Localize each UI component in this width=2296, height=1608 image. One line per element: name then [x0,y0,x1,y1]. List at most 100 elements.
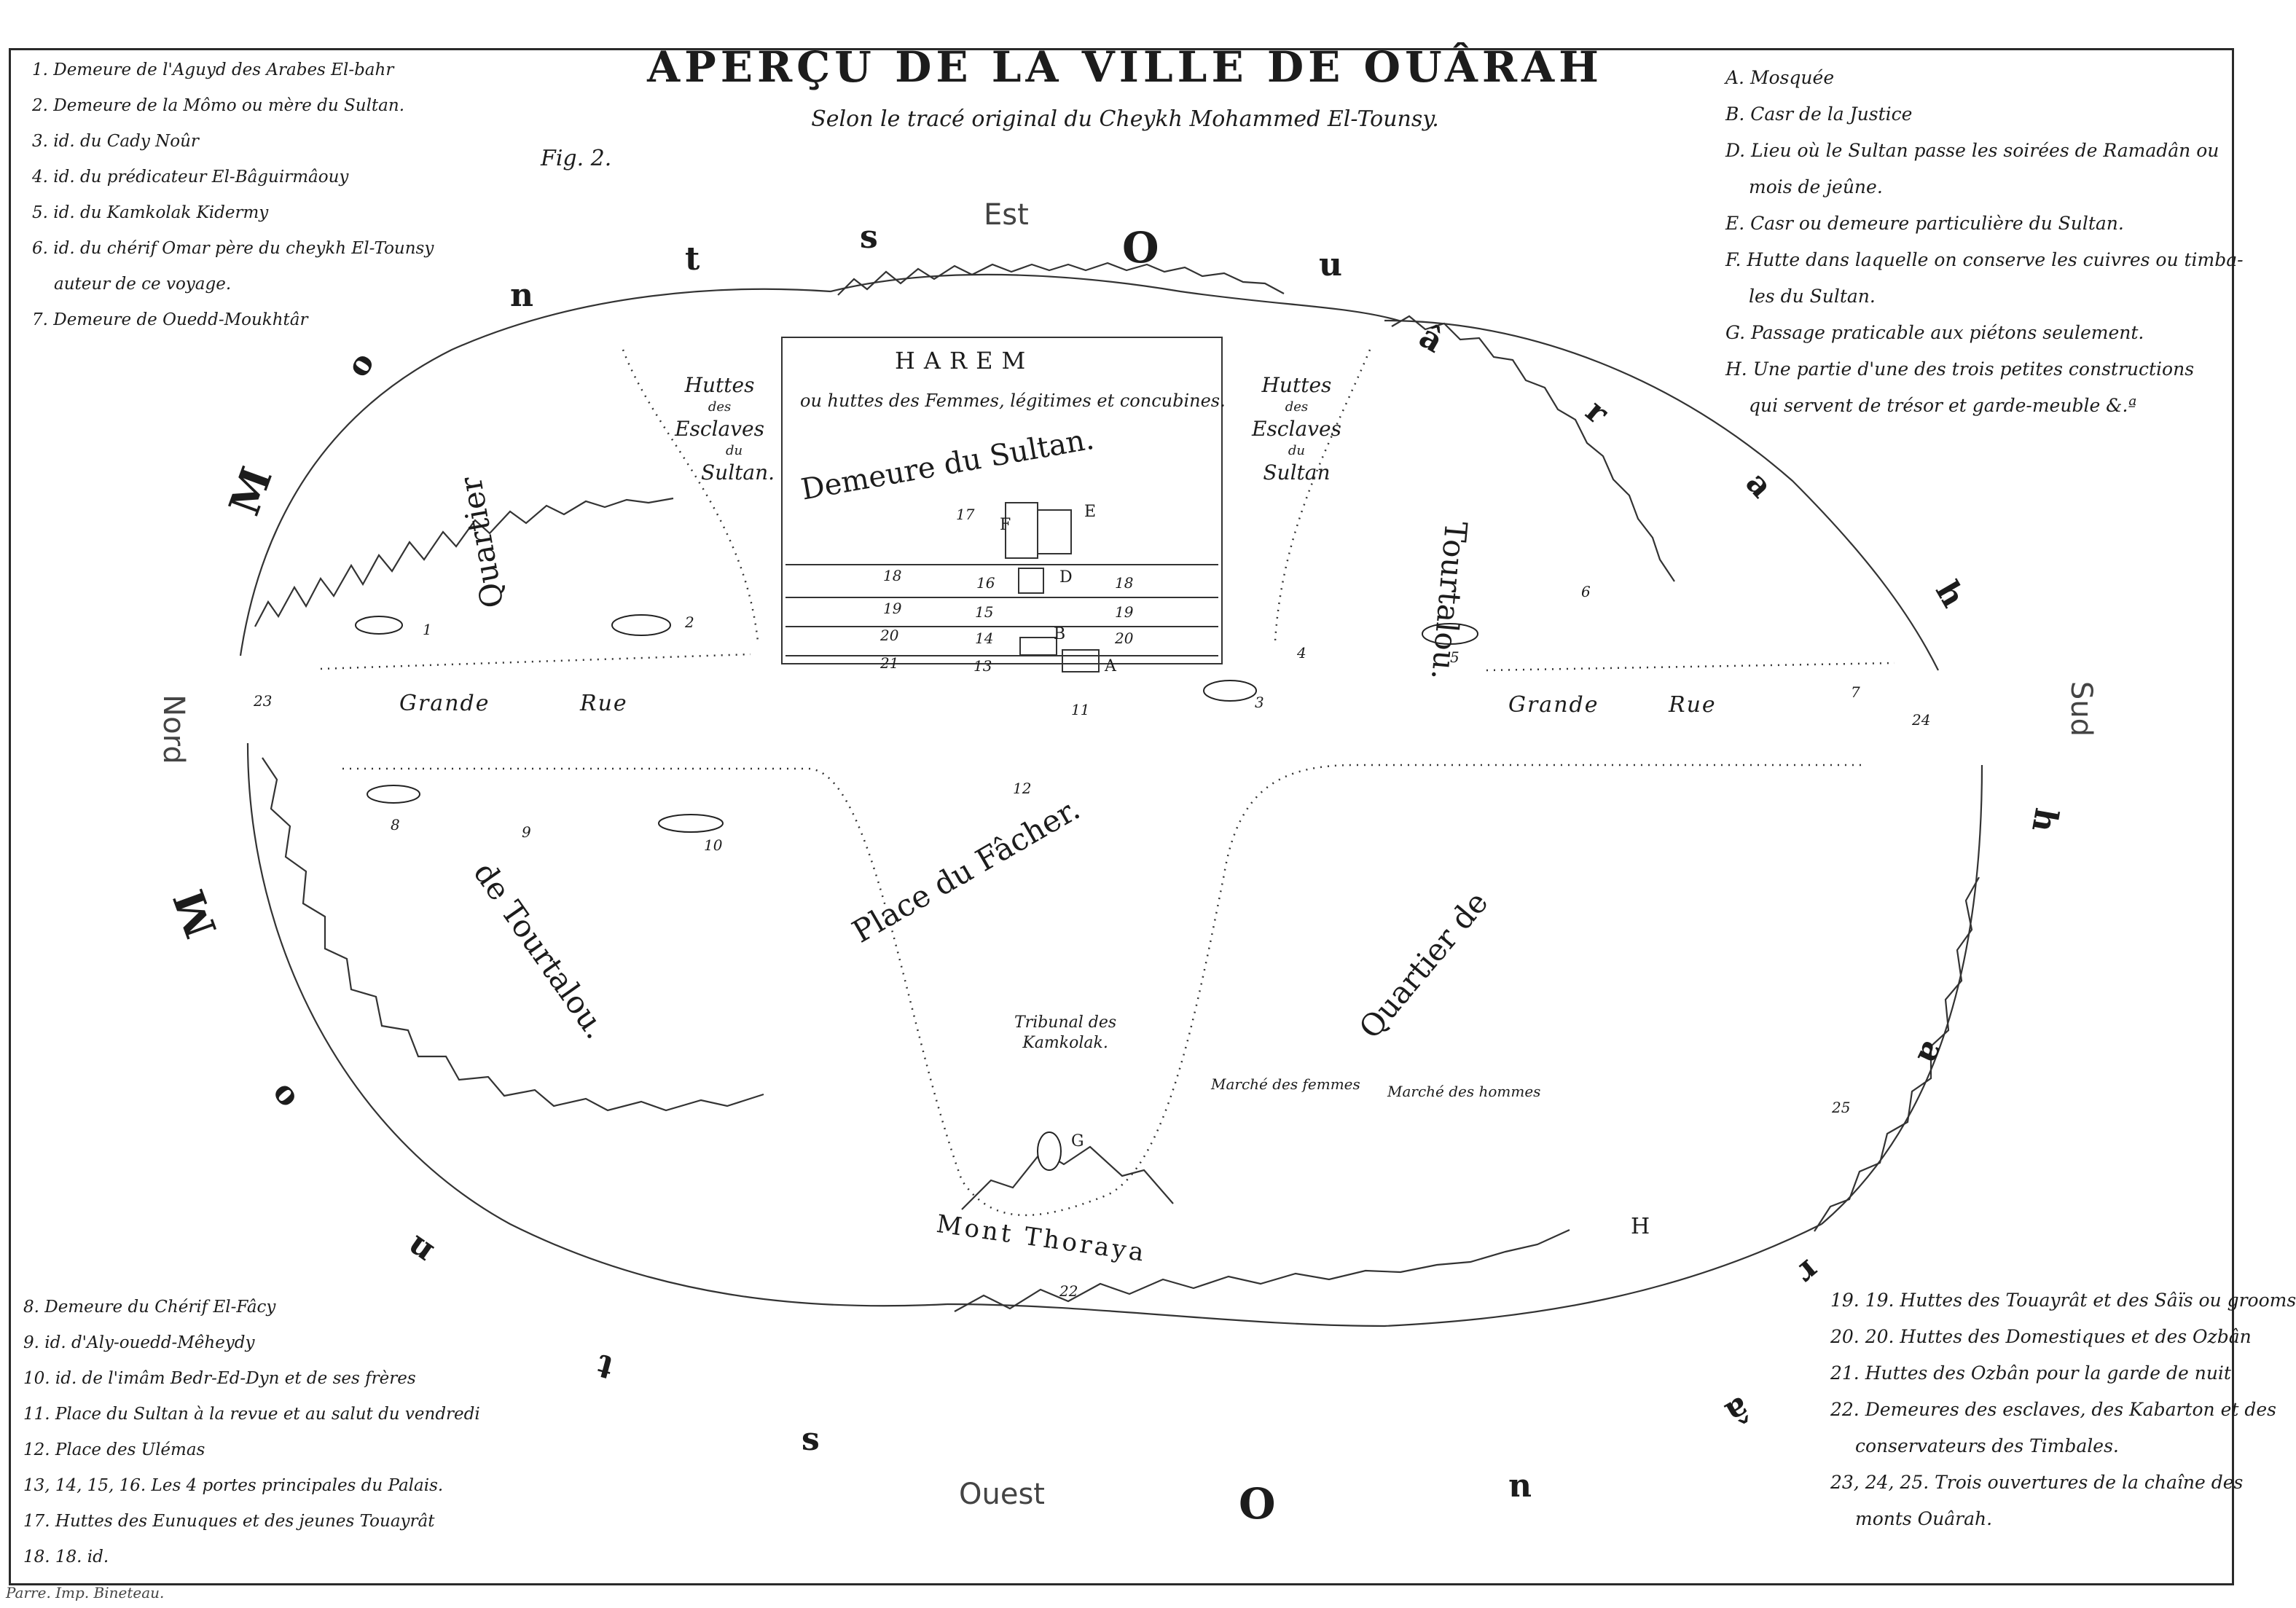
marker-b: B [1054,625,1066,643]
mountain-letter: t [685,240,700,278]
marker-9: 9 [522,823,531,841]
gate-number: 20 [880,627,899,644]
legend-item: G. Passage praticable aux piétons seulem… [1725,322,2144,343]
map-title: APERÇU DE LA VILLE DE OUÂRAH [647,42,1603,92]
legend-item: 5. id. du Kamkolak Kidermy [32,203,269,222]
marker-f: G [1071,1132,1084,1150]
direction-east: Est [984,198,1029,232]
harem-title: HAREM [895,347,1035,374]
mountain-letter: u [1319,246,1342,283]
marker-3: 3 [1255,694,1264,711]
legend-top-right: A. Mosquée B. Casr de la Justice D. Lieu… [1725,60,2244,424]
legend-bottom-right: 19. 19. Huttes des Touayrât et des Sâïs … [1830,1282,2296,1537]
harem-subtitle: ou huttes des Femmes, légitimes et concu… [800,391,1226,411]
gate-number: 21 [880,654,899,672]
legend-item: 8. Demeure du Chérif El-Fâcy [23,1298,276,1317]
legend-item: 1. Demeure de l'Aguyd des Arabes El-bahr [32,60,394,79]
grande-rue-right-2: Rue [1669,692,1717,718]
mountain-letter: n [510,277,533,314]
legend-item: 18. 18. id. [23,1548,109,1566]
marker-g: H [1631,1214,1650,1239]
legend-item: les du Sultan. [1749,286,1876,307]
legend-item: qui servent de trésor et garde-meuble &.… [1749,395,2137,416]
legend-item: 19. 19. Huttes des Touayrât et des Sâïs … [1830,1290,2296,1311]
legend-item: 6. id. du chérif Omar père du cheykh El-… [32,239,434,258]
legend-item: auteur de ce voyage. [54,275,232,294]
printer-credit: Parre. Imp. Bineteau. [6,1584,165,1601]
legend-top-left: 1. Demeure de l'Aguyd des Arabes El-bahr… [32,52,434,338]
mountain-letter: s [860,219,878,256]
marker-d: D [1059,568,1073,587]
legend-item: 10. id. de l'imâm Bedr-Ed-Dyn et de ses … [23,1369,416,1388]
legend-item: 2. Demeure de la Mômo ou mère du Sultan. [32,96,405,115]
gate-number: 20 [1115,630,1134,647]
marker-6: 6 [1581,583,1591,600]
legend-item: 23, 24, 25. Trois ouvertures de la chaîn… [1830,1472,2244,1493]
legend-item: monts Ouârah. [1855,1508,1993,1529]
marker-22: 22 [1059,1282,1078,1300]
marker-17: 17 [956,506,975,523]
hut-clusters [355,614,1478,1171]
legend-item: 11. Place du Sultan à la revue et au sal… [23,1405,480,1424]
map-frame [9,48,2234,1585]
grande-rue-left-2: Rue [580,691,628,716]
marker-1: 1 [423,621,432,638]
legend-item: 4. id. du prédicateur El-Bâguirmâouy [32,168,349,187]
marker-7: 7 [1851,683,1860,701]
gate-number: 14 [975,630,994,647]
marker-e: E [1084,503,1097,521]
mountain-letter: s [802,1421,820,1458]
slave-huts-left: Huttes des Esclaves du Sultan. [675,373,775,485]
direction-south: Sud [2064,681,2099,737]
legend-item: 20. 20. Huttes des Domestiques et des Oz… [1830,1326,2252,1347]
harem-enclosure [781,337,1223,664]
legend-item: A. Mosquée [1725,67,1835,88]
direction-north: Nord [156,694,190,764]
marker-25: 25 [1832,1099,1851,1116]
legend-item: 3. id. du Cady Noûr [32,132,199,151]
legend-item: 7. Demeure de Ouedd-Moukhtâr [32,310,308,329]
gate-number: 18 [1115,574,1134,592]
marker-4: 4 [1297,644,1306,662]
figure-label: Fig. 2. [541,146,612,171]
mountain-ridges [239,262,1983,1327]
marker-12: 12 [1013,780,1032,797]
marche-hommes-label: Marché des hommes [1387,1083,1541,1100]
direction-west: Ouest [959,1478,1045,1511]
gate-number: 18 [883,567,902,584]
legend-item: E. Casr ou demeure particulière du Sulta… [1725,213,2124,234]
legend-item: D. Lieu où le Sultan passe les soirées d… [1725,140,2219,161]
legend-bottom-left: 8. Demeure du Chérif El-Fâcy 9. id. d'Al… [23,1290,480,1575]
gate-number: 19 [883,600,902,617]
legend-item: conservateurs des Timbales. [1855,1435,2119,1456]
marche-femmes-label: Marché des femmes [1211,1075,1360,1093]
mountain-letter: O [1239,1479,1276,1529]
map-drawing [239,262,1983,1327]
gate-number: 16 [976,574,995,592]
marker-23: 23 [254,692,273,710]
marker-a: A [1105,657,1116,675]
slave-huts-right: Huttes des Esclaves du Sultan [1252,373,1341,485]
grande-rue-left-1: Grande [399,691,490,716]
marker-11: 11 [1071,701,1090,718]
legend-item: B. Casr de la Justice [1725,103,1913,125]
district-boundaries [320,349,1895,1217]
marker-24: 24 [1912,711,1931,729]
map-subtitle: Selon le tracé original du Cheykh Mohamm… [811,106,1439,132]
legend-item: F. Hutte dans laquelle on conserve les c… [1725,249,2244,270]
legend-item: 17. Huttes des Eunuques et des jeunes To… [23,1512,435,1531]
mountain-letter: O [1122,223,1159,272]
mountain-letter: u [1508,1472,1532,1509]
legend-item: 21. Huttes des Ozbân pour la garde de nu… [1830,1362,2231,1384]
gate-number: 19 [1115,603,1134,621]
legend-item: H. Une partie d'une des trois petites co… [1725,358,2195,380]
legend-item: 13, 14, 15, 16. Les 4 portes principales… [23,1476,444,1495]
marker-5: 5 [1450,648,1460,666]
tribunal-label: Tribunal des Kamkolak. [1014,1013,1117,1052]
marker-10: 10 [704,836,723,854]
grande-rue-right-1: Grande [1508,692,1599,718]
legend-item: 22. Demeures des esclaves, des Kabarton … [1830,1399,2276,1420]
legend-item: 9. id. d'Aly-ouedd-Mêheydy [23,1333,255,1352]
marker-2: 2 [685,613,694,631]
marker-8: 8 [391,816,400,834]
